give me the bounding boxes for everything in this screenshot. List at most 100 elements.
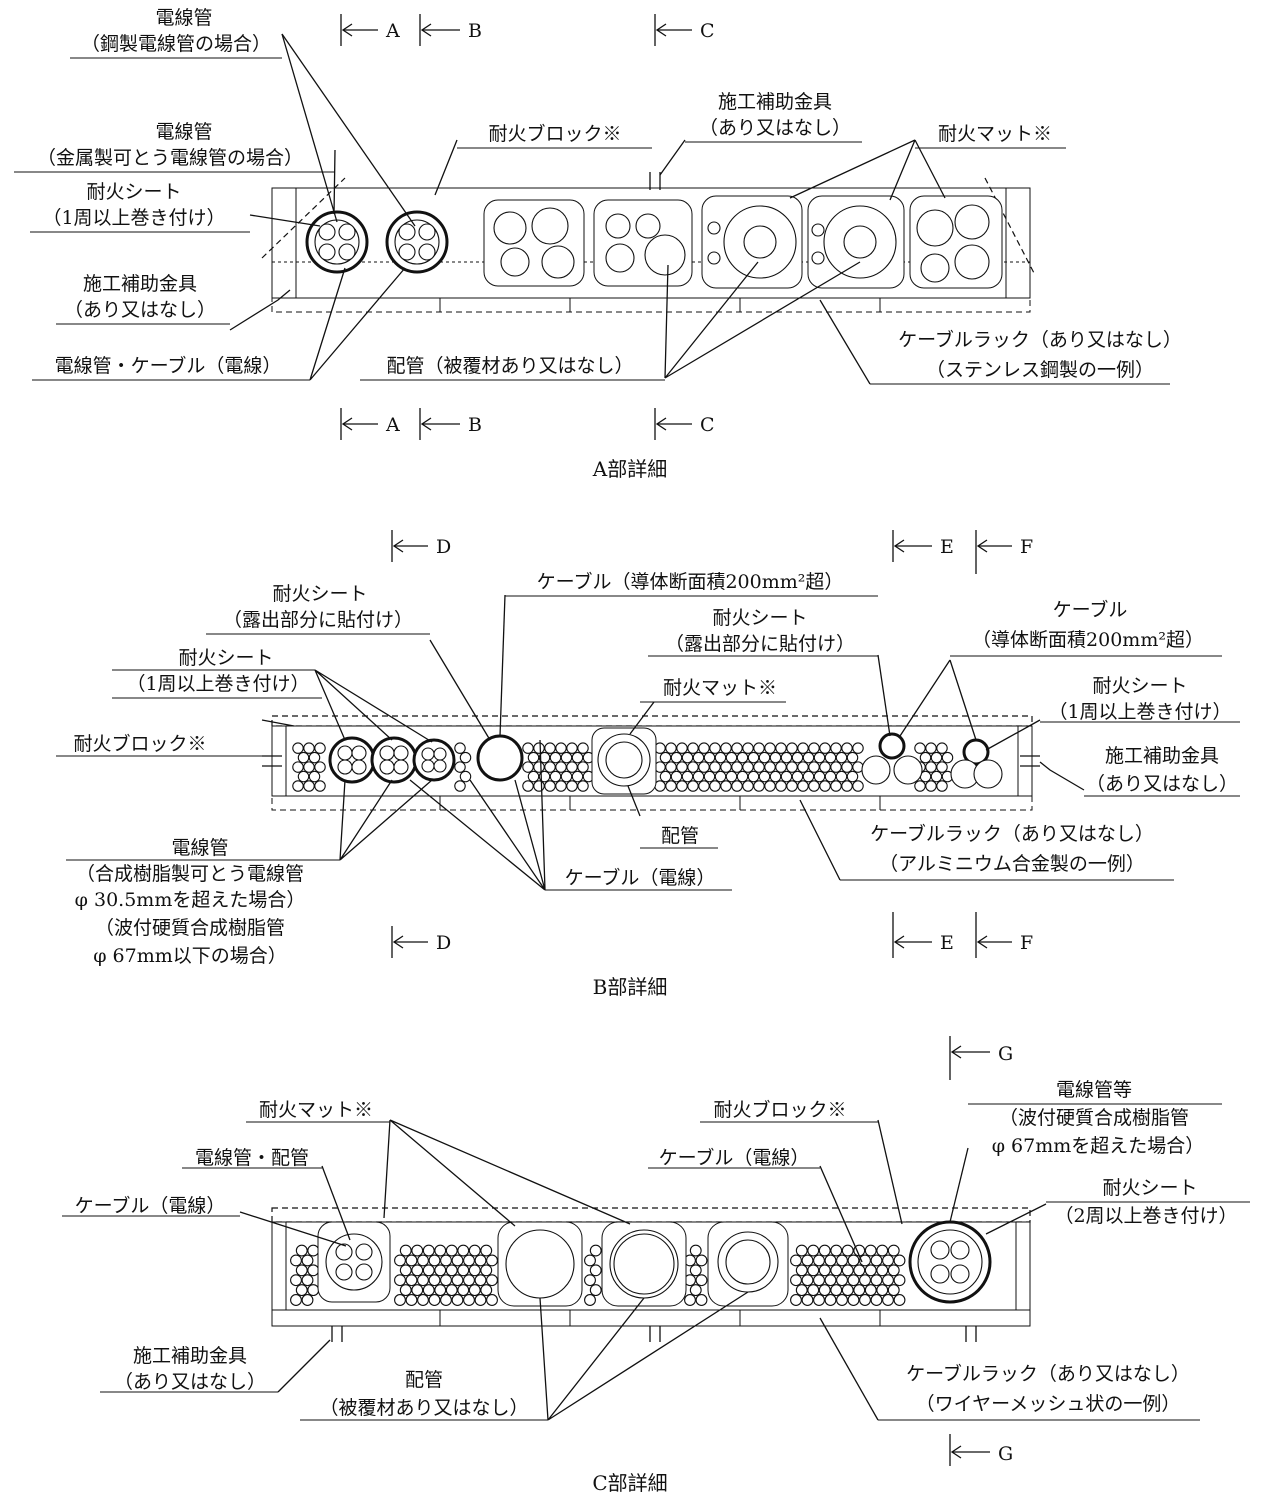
cable-strand xyxy=(695,1294,708,1306)
label-cable-left: ケーブル（電線） xyxy=(75,1194,226,1217)
cable-strand xyxy=(295,1284,308,1297)
cable-strand xyxy=(457,1264,470,1277)
label-rack-note: （ステンレス鋼製の一例） xyxy=(926,359,1154,381)
cable-strand xyxy=(698,742,710,754)
cable-strand xyxy=(527,751,540,764)
cable-strand xyxy=(440,1254,452,1267)
cable-strand xyxy=(893,1294,906,1306)
cable-strand xyxy=(459,751,472,764)
label-pipe: 配管（被覆材あり又はなし） xyxy=(386,355,633,377)
cable-strand xyxy=(687,780,699,792)
cable-strand xyxy=(584,1274,596,1287)
section-label: F xyxy=(1020,536,1033,558)
cable-strand xyxy=(451,1254,464,1267)
cable-strand xyxy=(428,1254,441,1267)
cable-strand xyxy=(887,1284,900,1297)
section-label: A xyxy=(385,20,400,42)
label-rack-note: （アルミニウム合金製の一例） xyxy=(879,853,1145,875)
cable-strand xyxy=(847,1254,860,1267)
cable-strand xyxy=(853,1264,866,1277)
cable-strand xyxy=(457,1244,470,1257)
cable-strand xyxy=(764,761,776,773)
cable-strand xyxy=(577,761,589,773)
cable-strand xyxy=(292,742,304,754)
cable-strand xyxy=(841,1264,854,1277)
label-aux: 施工補助金具 xyxy=(133,1345,247,1367)
cable-strand xyxy=(775,761,787,773)
cable-strand xyxy=(417,1274,429,1287)
cable-strand xyxy=(786,780,798,792)
section-marker-e-bottom: E xyxy=(892,912,954,958)
label-conduit-etc-note-1: （波付硬質合成樹脂管 xyxy=(999,1107,1189,1129)
cable-strand xyxy=(720,761,732,773)
label-sheet-note: （1周以上巻き付け） xyxy=(42,207,225,229)
label-sheet: 耐火シート xyxy=(1102,1177,1197,1199)
cable-strand xyxy=(795,1264,808,1277)
cable-strand xyxy=(859,1294,871,1306)
pipe-1 xyxy=(497,1221,583,1307)
cable-strand xyxy=(422,1264,435,1277)
caption-c: C部詳細 xyxy=(592,1471,667,1495)
section-label: B xyxy=(468,414,482,436)
cable-strand xyxy=(434,1244,447,1257)
cable-strand xyxy=(747,770,760,783)
cable-strand xyxy=(818,1264,831,1277)
cable-strand xyxy=(824,751,837,764)
label-conduit-flex-note: （金属製可とう電線管の場合） xyxy=(37,147,303,169)
cable-strand xyxy=(422,1244,435,1257)
label-conduit-note-3: （波付硬質合成樹脂管 xyxy=(95,917,285,939)
cable-strand xyxy=(560,770,573,783)
cable-strand xyxy=(808,780,820,792)
cable-strand xyxy=(454,761,466,773)
cable-strand xyxy=(589,1284,602,1297)
cable-strand xyxy=(930,751,943,764)
cable-strand xyxy=(709,780,721,792)
cable-strand xyxy=(780,770,793,783)
cable-strand xyxy=(314,761,326,773)
cable-strand xyxy=(887,1264,900,1277)
label-cable-mid: ケーブル（電線） xyxy=(659,1146,810,1169)
cable-bundle-layer xyxy=(292,742,954,792)
cable-strand xyxy=(753,742,765,754)
cable-strand xyxy=(887,1244,900,1257)
cable-strand xyxy=(584,1254,596,1267)
cable-strand xyxy=(797,780,809,792)
cable-strand xyxy=(876,1284,889,1297)
cable-strand xyxy=(445,1264,458,1277)
pipe-with-mat xyxy=(591,727,657,795)
cable-strand xyxy=(451,1294,464,1306)
panel-b-detail: D E F D E F xyxy=(56,530,1240,999)
label-mat: 耐火マット※ xyxy=(938,123,1052,145)
cable-strand xyxy=(544,780,556,792)
cable-strand xyxy=(538,751,551,764)
label-pipe: 配管 xyxy=(661,825,699,847)
cable-strand xyxy=(731,780,743,792)
label-aux-note: （あり又はなし） xyxy=(1086,773,1238,795)
cable-strand xyxy=(571,770,584,783)
cable-strand xyxy=(852,780,864,792)
cable-strand xyxy=(533,780,545,792)
cable-strand xyxy=(870,1294,883,1306)
label-sheet-exposed-right: 耐火シート xyxy=(712,607,807,629)
cable-strand xyxy=(836,1274,848,1287)
cable-strand xyxy=(936,761,948,773)
cable-strand xyxy=(731,761,743,773)
cable-strand xyxy=(830,742,842,754)
pipe-2 xyxy=(601,1221,687,1307)
cable-strand xyxy=(775,780,787,792)
cable-strand xyxy=(533,761,545,773)
label-conduit-note-1: （合成樹脂製可とう電線管 xyxy=(76,863,304,885)
cable-strand xyxy=(846,751,859,764)
label-cable-right-note: （導体断面積200mm²超） xyxy=(972,629,1204,651)
cable-strand xyxy=(847,1274,860,1287)
cable-strand xyxy=(474,1274,487,1287)
cable-strand xyxy=(480,1284,493,1297)
cable-strand xyxy=(769,770,782,783)
cable-strand xyxy=(846,770,859,783)
cable-strand xyxy=(303,780,315,792)
cable-strand xyxy=(936,780,948,792)
section-marker-b-top: B xyxy=(419,14,482,46)
cable-strand xyxy=(394,1254,406,1267)
cable-strand xyxy=(714,770,727,783)
leader-lines-b xyxy=(261,594,1085,891)
